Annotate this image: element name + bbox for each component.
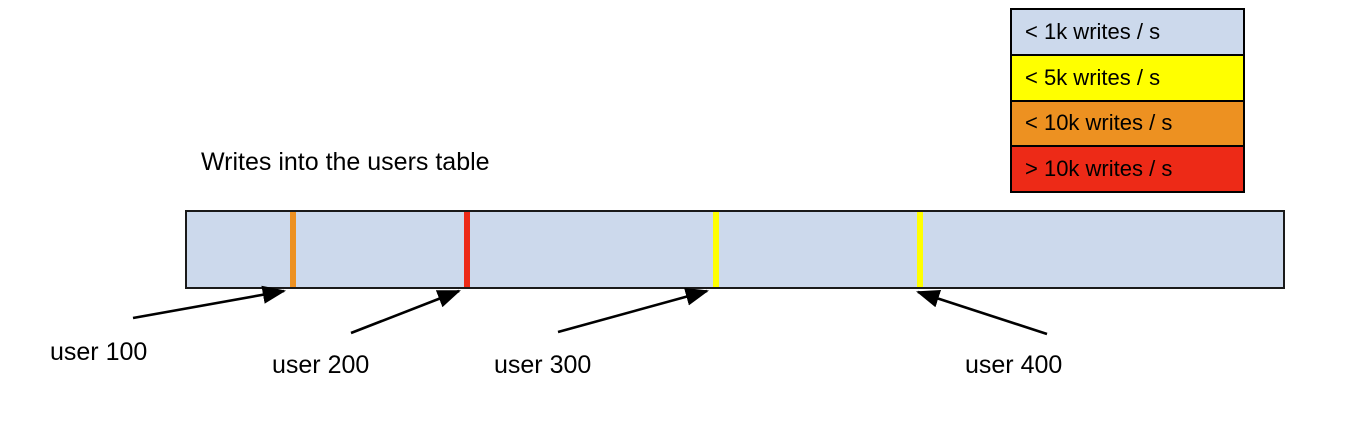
legend-label: < 10k writes / s <box>1025 110 1173 136</box>
boundary-stripe-user-400 <box>917 212 923 287</box>
legend-row-under-1k: < 1k writes / s <box>1012 10 1243 56</box>
label-user-200: user 200 <box>272 351 370 379</box>
arrow-user-200 <box>350 289 461 335</box>
boundary-stripe-user-300 <box>713 212 719 287</box>
legend-label: < 5k writes / s <box>1025 64 1161 90</box>
arrow-user-300 <box>557 287 710 334</box>
legend-row-over-10k: > 10k writes / s <box>1012 147 1243 191</box>
legend-label: < 1k writes / s <box>1025 18 1161 44</box>
chart-title: Writes into the users table <box>201 148 490 176</box>
users-table-bar <box>185 210 1285 289</box>
boundary-stripe-user-200 <box>464 212 470 287</box>
label-user-300: user 300 <box>494 351 592 379</box>
label-user-400: user 400 <box>965 351 1063 379</box>
arrow-user-100 <box>132 285 287 320</box>
arrow-user-400 <box>916 289 1048 336</box>
label-user-100: user 100 <box>50 338 148 366</box>
write-rate-legend: < 1k writes / s < 5k writes / s < 10k wr… <box>1010 8 1245 193</box>
legend-row-under-10k: < 10k writes / s <box>1012 101 1243 148</box>
boundary-stripe-user-100 <box>290 212 296 287</box>
legend-row-under-5k: < 5k writes / s <box>1012 55 1243 102</box>
legend-label: > 10k writes / s <box>1025 156 1173 182</box>
